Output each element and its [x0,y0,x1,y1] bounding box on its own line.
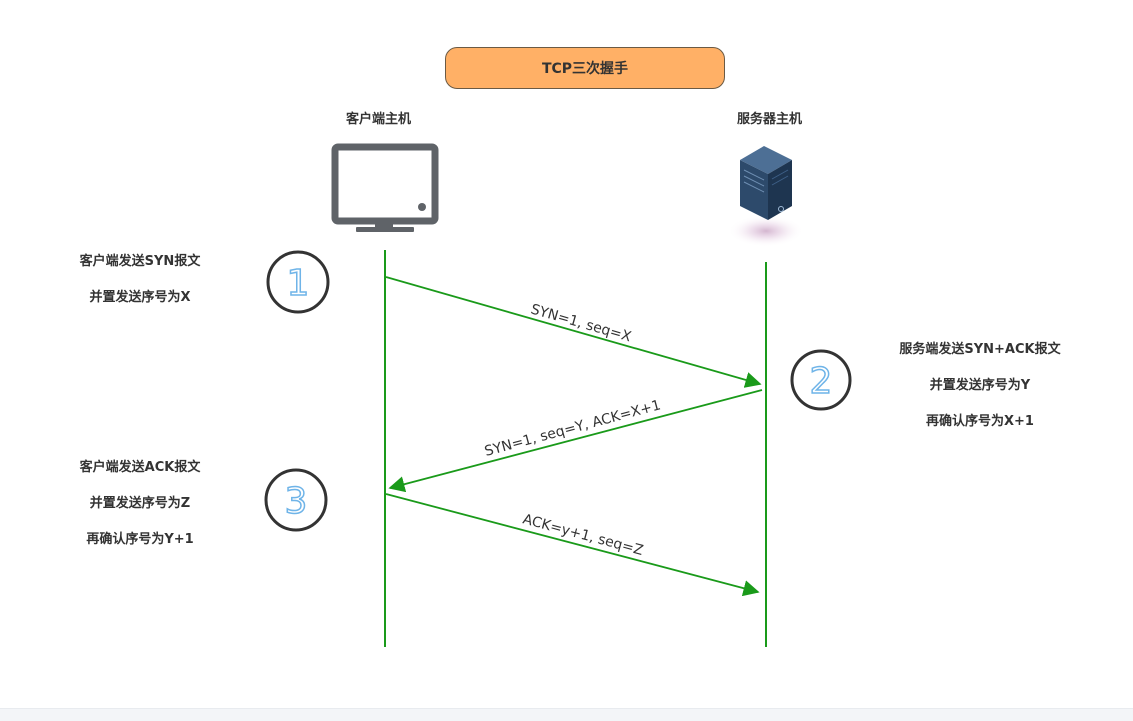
step-number-1: 1 [287,263,310,304]
step-note-1-line-2: 并置发送序号为X [89,290,191,305]
step-number-2: 2 [810,361,833,402]
step-note-3-line-1: 客户端发送ACK报文 [79,460,201,475]
message-arrow-1 [385,276,762,388]
step-note-3-line-2: 并置发送序号为Z [89,496,191,511]
step-note-1-line-1: 客户端发送SYN报文 [79,254,201,269]
step-note-2-line-3: 再确认序号为X+1 [926,414,1034,429]
message-arrow-2 [388,389,763,493]
step-note-2-line-1: 服务端发送SYN+ACK报文 [899,342,1061,357]
step-marker-3: 3 [264,468,328,532]
step-note-2: 服务端发送SYN+ACK报文 并置发送序号为Y 再确认序号为X+1 [880,332,1080,440]
step-note-3: 客户端发送ACK报文 并置发送序号为Z 再确认序号为Y+1 [60,450,220,558]
message-label-1: SYN=1, seq=X [529,301,633,345]
step-note-1: 客户端发送SYN报文 并置发送序号为X [60,244,220,316]
footer-bar [0,708,1133,721]
diagram-title: TCP三次握手 [445,47,725,89]
step-number-3: 3 [285,481,308,522]
client-host-label: 客户端主机 [346,112,412,127]
server-icon [728,146,804,247]
step-marker-2: 2 [790,349,852,411]
monitor-icon [331,143,439,232]
step-note-3-line-3: 再确认序号为Y+1 [86,532,194,547]
message-arrow-3 [385,493,760,597]
server-host-label: 服务器主机 [737,112,803,127]
message-label-2: SYN=1, seq=Y, ACK=X+1 [483,397,663,459]
step-note-2-line-2: 并置发送序号为Y [929,378,1031,393]
step-marker-1: 1 [266,250,330,314]
